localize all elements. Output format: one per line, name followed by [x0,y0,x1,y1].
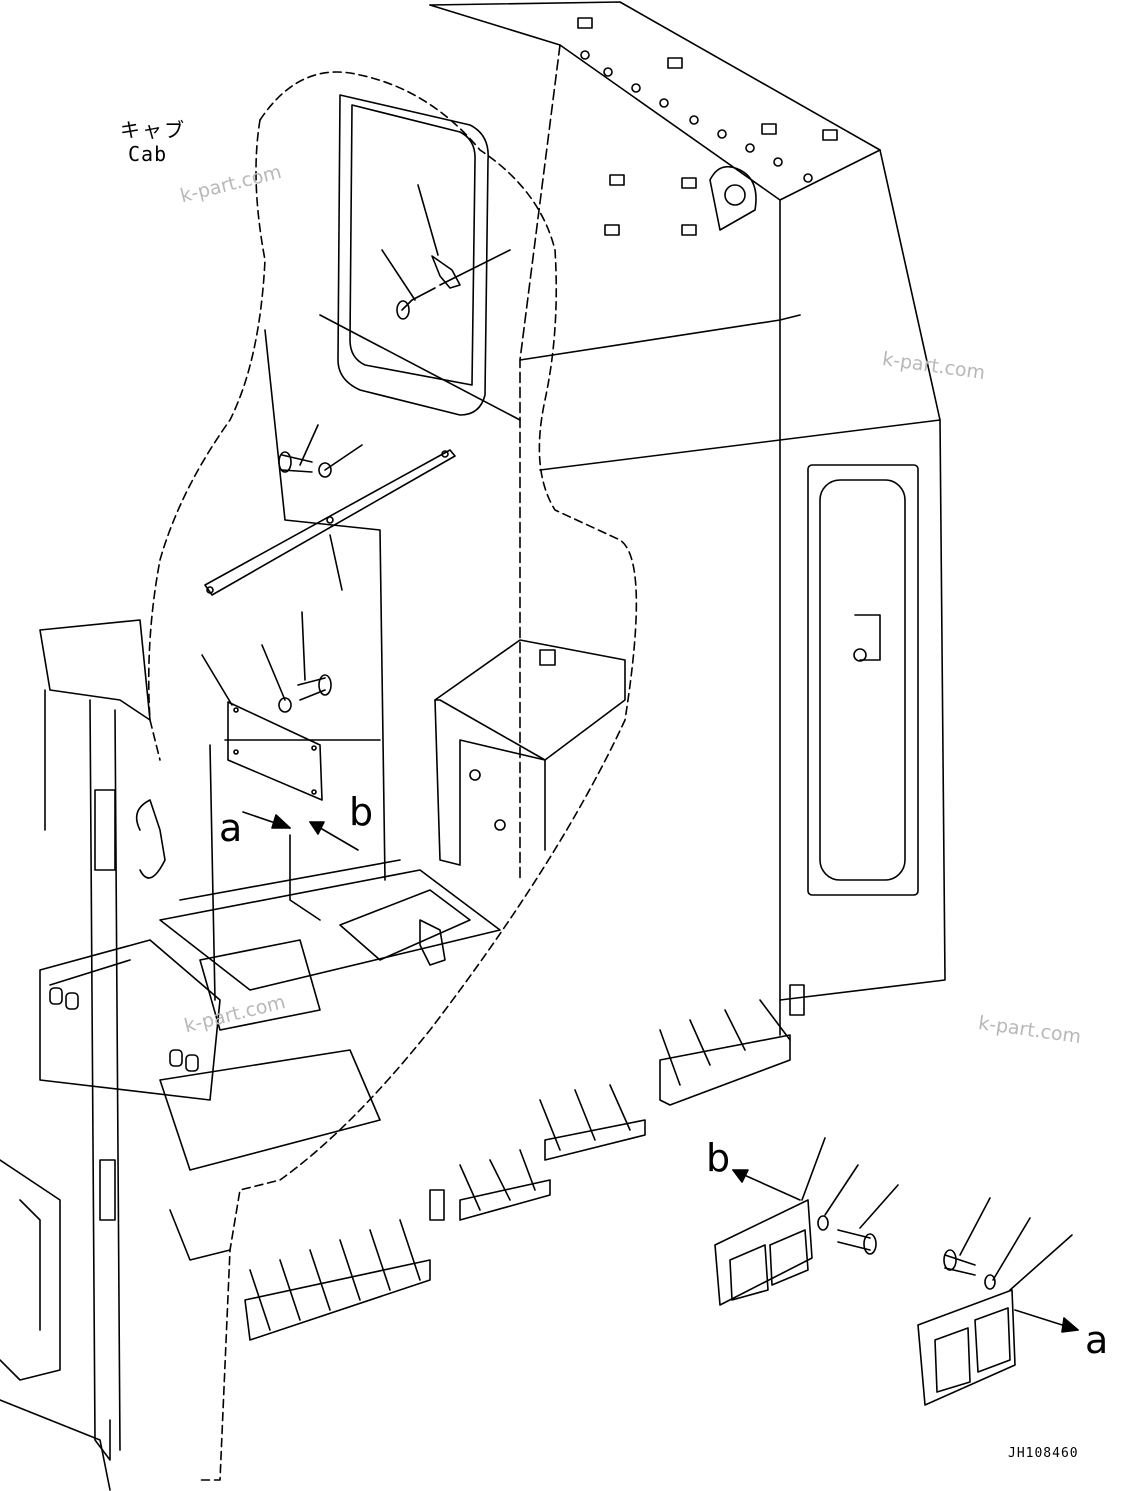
cab-body [429,1,946,1001]
view-b-label: b [349,790,374,834]
hardware [278,255,461,713]
left-frame [0,619,166,1491]
view-arrows [242,811,359,851]
detail-b-label: b [706,1136,731,1180]
cab-window [319,94,521,421]
seal-strip [204,449,456,596]
detail-a-label: a [1085,1318,1109,1362]
cab-label-japanese: キャブ [120,118,186,142]
floor-frame [39,859,501,1261]
rear-wall [209,329,386,1001]
step-box [434,639,626,866]
leader-lines [201,184,511,706]
cab-label-english: Cab [128,142,168,166]
cutaway-outline [147,71,638,1481]
detail-b-plate [714,1137,899,1306]
roof-bolts [577,17,838,236]
drawing-code: JH108460 [1008,1446,1079,1461]
detail-a-plate [917,1197,1079,1406]
view-a-label: a [219,806,243,850]
cover-plate [227,701,323,801]
lower-brackets [244,984,805,1341]
